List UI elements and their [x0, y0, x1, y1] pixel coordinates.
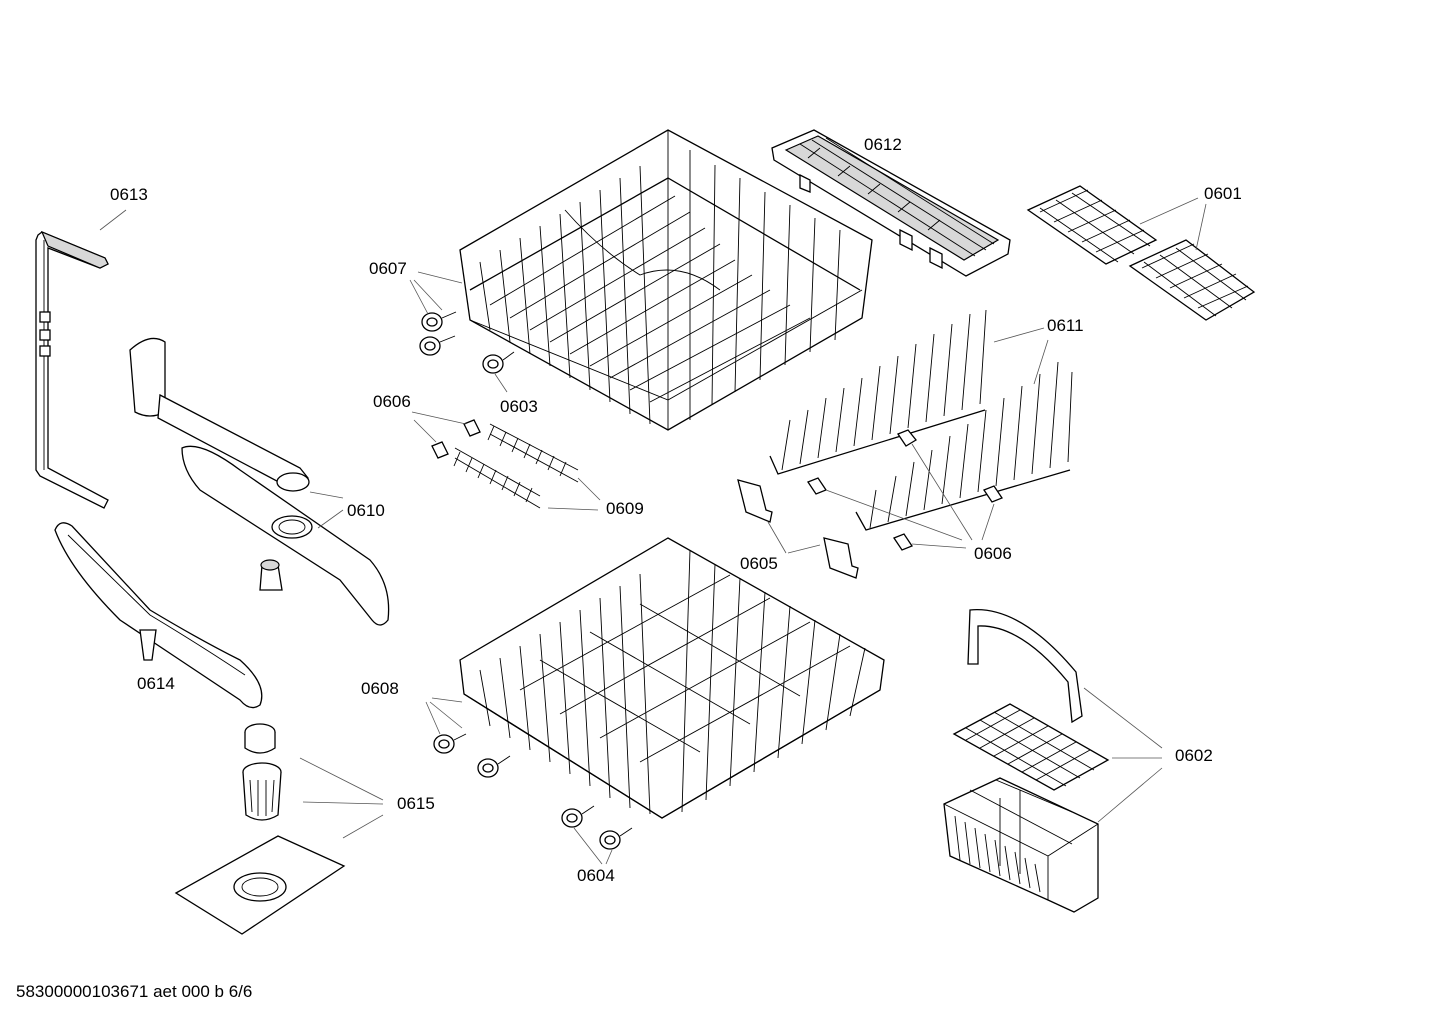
part-0611-tine-racks — [769, 309, 1073, 531]
document-reference-footer: 58300000103671 aet 000 b 6/6 — [16, 982, 253, 1001]
part-0601-folding-racks — [1026, 185, 1256, 321]
part-label-0615: 0615 — [397, 794, 435, 813]
part-0605-side-holders — [737, 479, 859, 579]
part-label-0608: 0608 — [361, 679, 399, 698]
part-label-0607: 0607 — [369, 259, 407, 278]
part-0614-lower-spray-arm — [54, 522, 263, 709]
part-0610-upper-spray-arm — [129, 337, 390, 626]
part-0608-lower-wheels — [425, 697, 511, 778]
part-label-0604: 0604 — [577, 866, 615, 885]
part-label-0611: 0611 — [1047, 316, 1084, 335]
part-label-0602: 0602 — [1175, 746, 1213, 765]
part-label-0606-left: 0606 — [373, 392, 411, 411]
part-0607-upper-wheels — [409, 271, 463, 356]
part-0603-wheel — [482, 351, 515, 393]
part-lower-basket — [459, 537, 885, 819]
part-label-0610: 0610 — [347, 501, 385, 520]
part-0604-lower-wheels — [561, 805, 633, 865]
part-label-0606-right: 0606 — [974, 544, 1012, 563]
part-upper-basket — [459, 129, 873, 431]
part-label-0612: 0612 — [864, 135, 902, 154]
part-0613-supply-pipe — [35, 209, 127, 509]
part-label-0613: 0613 — [110, 185, 148, 204]
part-0615-filter-set — [174, 723, 384, 935]
part-0602-cutlery-basket — [943, 609, 1163, 913]
part-label-0601: 0601 — [1204, 184, 1242, 203]
part-label-0603: 0603 — [500, 397, 538, 416]
part-label-0614: 0614 — [137, 674, 175, 693]
part-0612-cup-shelf — [771, 129, 1011, 277]
part-label-0605: 0605 — [740, 554, 778, 573]
part-0609-tine-rows — [411, 411, 601, 511]
part-label-0609: 0609 — [606, 499, 644, 518]
part-0606-clips-right — [807, 429, 1003, 551]
